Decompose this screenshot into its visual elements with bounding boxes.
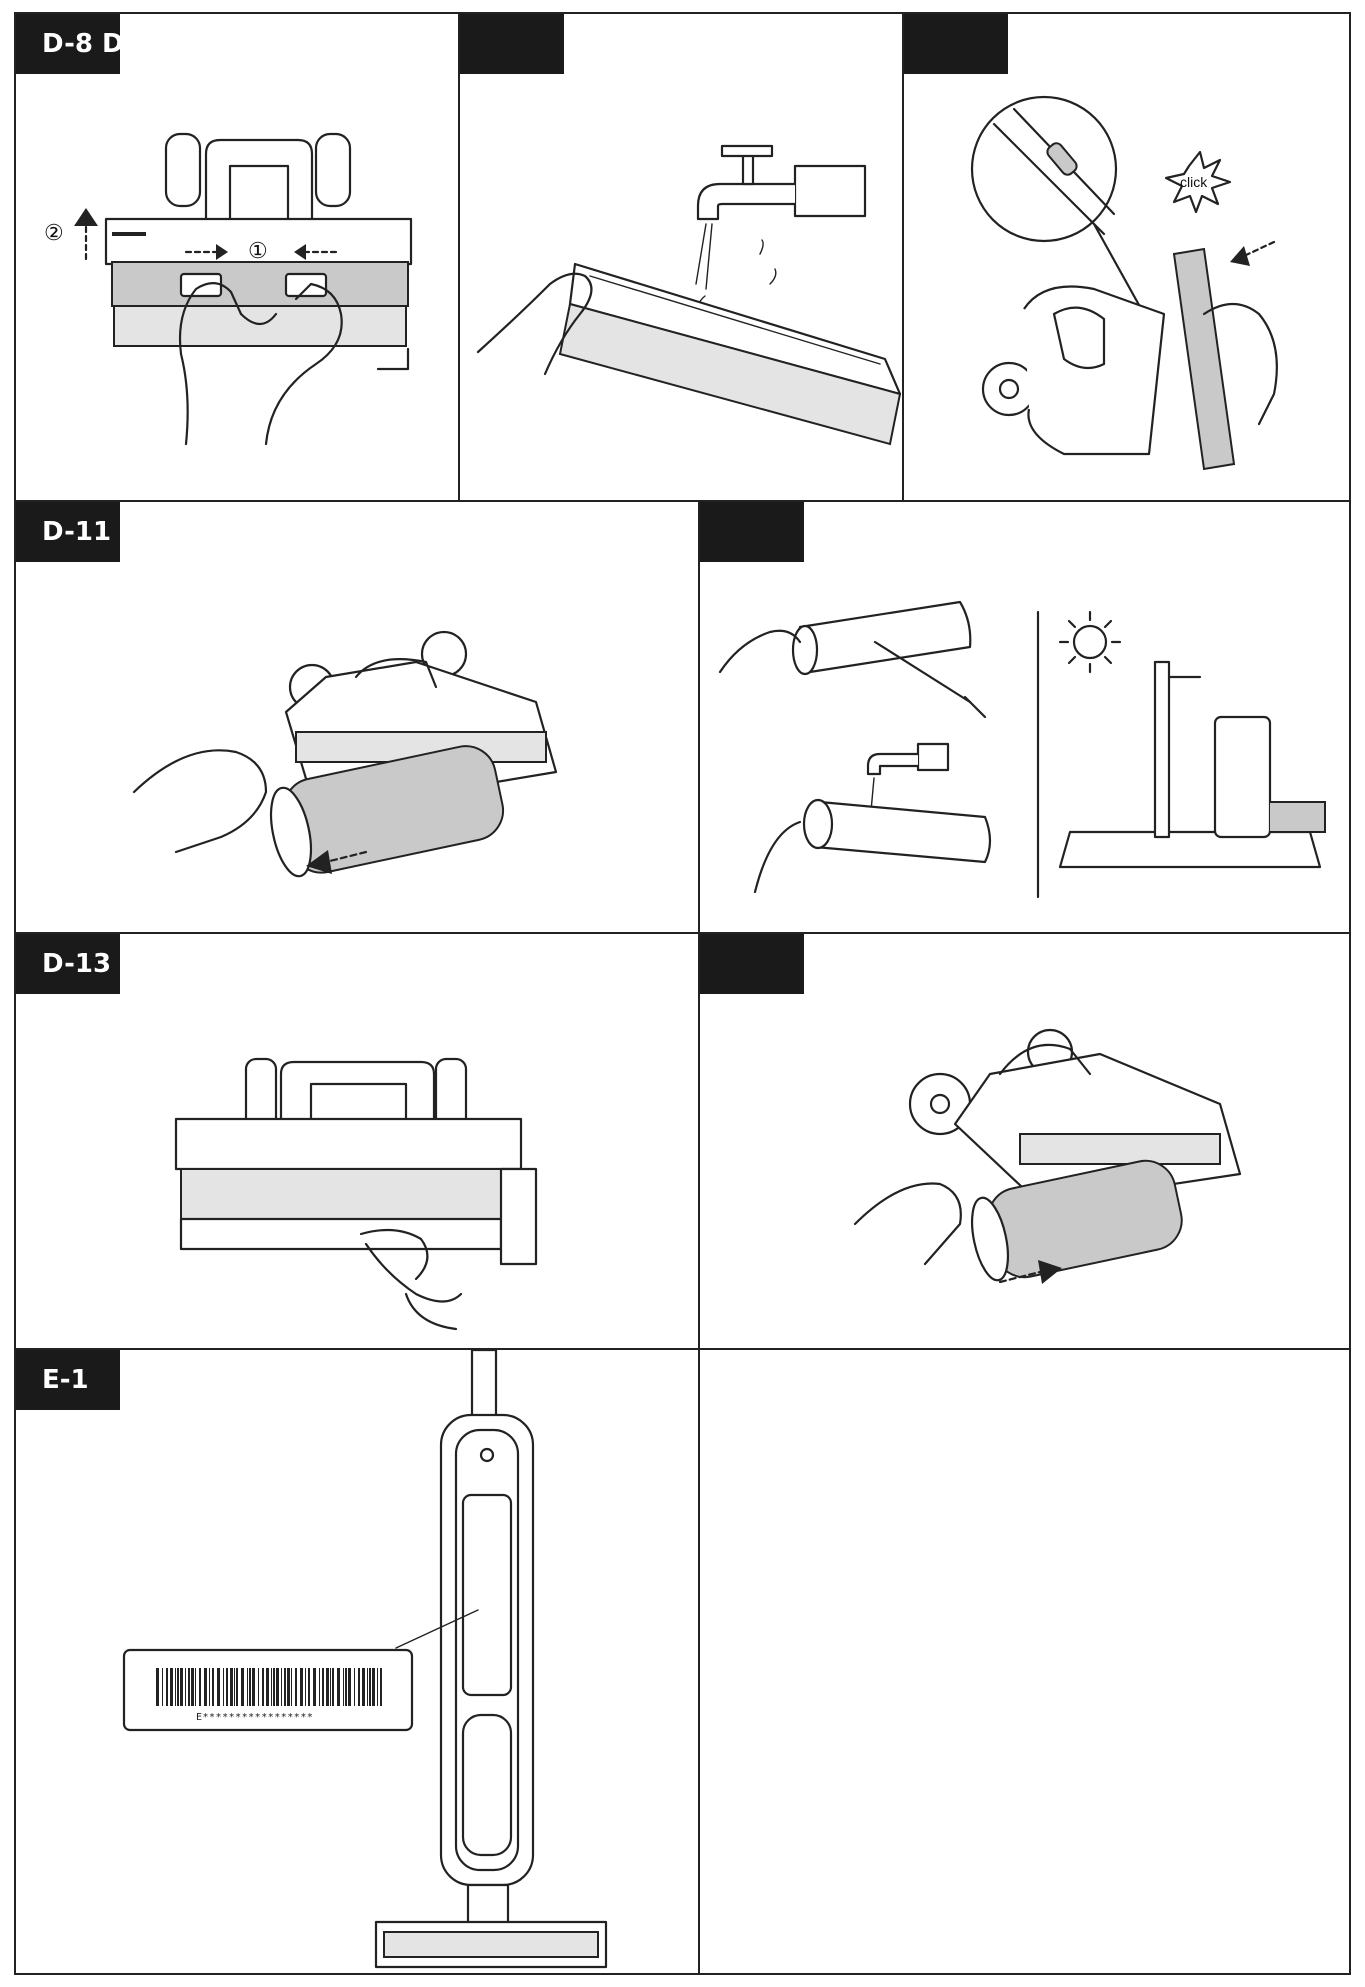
panel-d11-tag: D-11 D — [16, 502, 120, 562]
reattach-tray-illustration — [970, 95, 1278, 471]
panel-d14-tag — [700, 934, 804, 994]
panel-e1: E-1 E***************** — [14, 1348, 700, 1975]
rinse-tray-under-tap-illustration — [476, 144, 902, 446]
serial-label-location-illustration — [122, 1350, 608, 1969]
barcode — [156, 1668, 382, 1706]
panel-d12-tag — [700, 502, 804, 562]
panel-e1-tag: E-1 — [16, 1350, 120, 1410]
panel-d10: click — [902, 12, 1351, 502]
serial-number: E***************** — [196, 1712, 314, 1723]
panel-d8: D-8 D ① ② — [14, 12, 460, 502]
click-label: click — [1180, 174, 1208, 190]
panel-d13-tag: D-13 D — [16, 934, 120, 994]
clean-and-dry-roller-illustration — [718, 600, 1326, 899]
panel-d11: D-11 D — [14, 500, 700, 934]
panel-d10-tag — [904, 14, 1008, 74]
step-1-marker: ① — [248, 239, 268, 264]
step-2-marker: ② — [44, 221, 64, 246]
panel-d14 — [698, 932, 1351, 1350]
brush-head-removal-illustration — [74, 132, 413, 446]
remove-roller-illustration — [132, 630, 558, 878]
panel-d8-tag: D-8 D — [16, 14, 120, 74]
panel-d13: D-13 D — [14, 932, 700, 1350]
insert-roller-illustration — [853, 1028, 1242, 1284]
panel-d12 — [698, 500, 1351, 934]
wipe-roller-cavity-illustration — [174, 1057, 538, 1331]
panel-d9 — [458, 12, 904, 502]
panel-empty — [698, 1348, 1351, 1975]
panel-d9-tag — [460, 14, 564, 74]
